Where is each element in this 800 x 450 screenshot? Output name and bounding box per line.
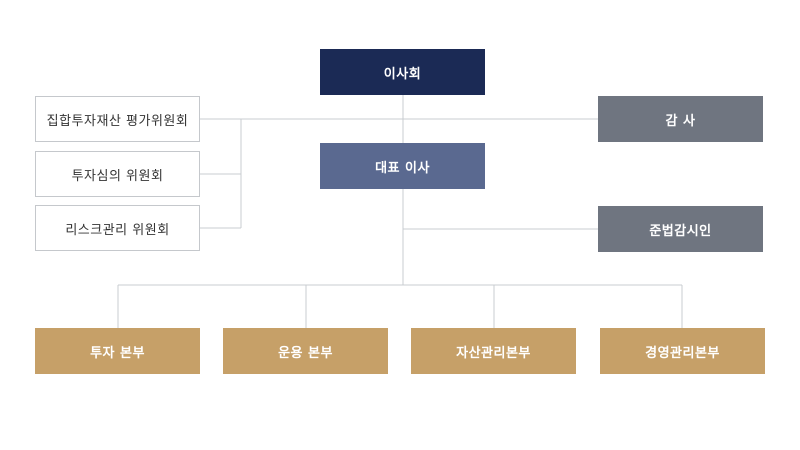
division-business-management-box: 경영관리본부 — [600, 328, 765, 374]
audit-box: 감 사 — [598, 96, 763, 142]
audit-label: 감 사 — [665, 113, 696, 129]
compliance-label: 준법감시인 — [649, 223, 712, 239]
division-label: 투자 본부 — [90, 345, 145, 361]
division-label: 운용 본부 — [278, 345, 333, 361]
ceo-box: 대표 이사 — [320, 143, 485, 189]
committee-label: 투자심의 위원회 — [71, 168, 164, 184]
division-asset-management-box: 자산관리본부 — [411, 328, 576, 374]
division-label: 자산관리본부 — [456, 345, 531, 361]
committee-investment-review-box: 투자심의 위원회 — [35, 151, 200, 197]
division-operations-box: 운용 본부 — [223, 328, 388, 374]
compliance-box: 준법감시인 — [598, 206, 763, 252]
committee-risk-management-box: 리스크관리 위원회 — [35, 205, 200, 251]
board-box: 이사회 — [320, 49, 485, 95]
board-label: 이사회 — [383, 66, 422, 82]
committee-label: 리스크관리 위원회 — [65, 222, 170, 238]
committee-label: 집합투자재산 평가위원회 — [46, 113, 189, 129]
division-investment-box: 투자 본부 — [35, 328, 200, 374]
division-label: 경영관리본부 — [645, 345, 720, 361]
ceo-label: 대표 이사 — [375, 160, 430, 176]
committee-valuation-box: 집합투자재산 평가위원회 — [35, 96, 200, 142]
